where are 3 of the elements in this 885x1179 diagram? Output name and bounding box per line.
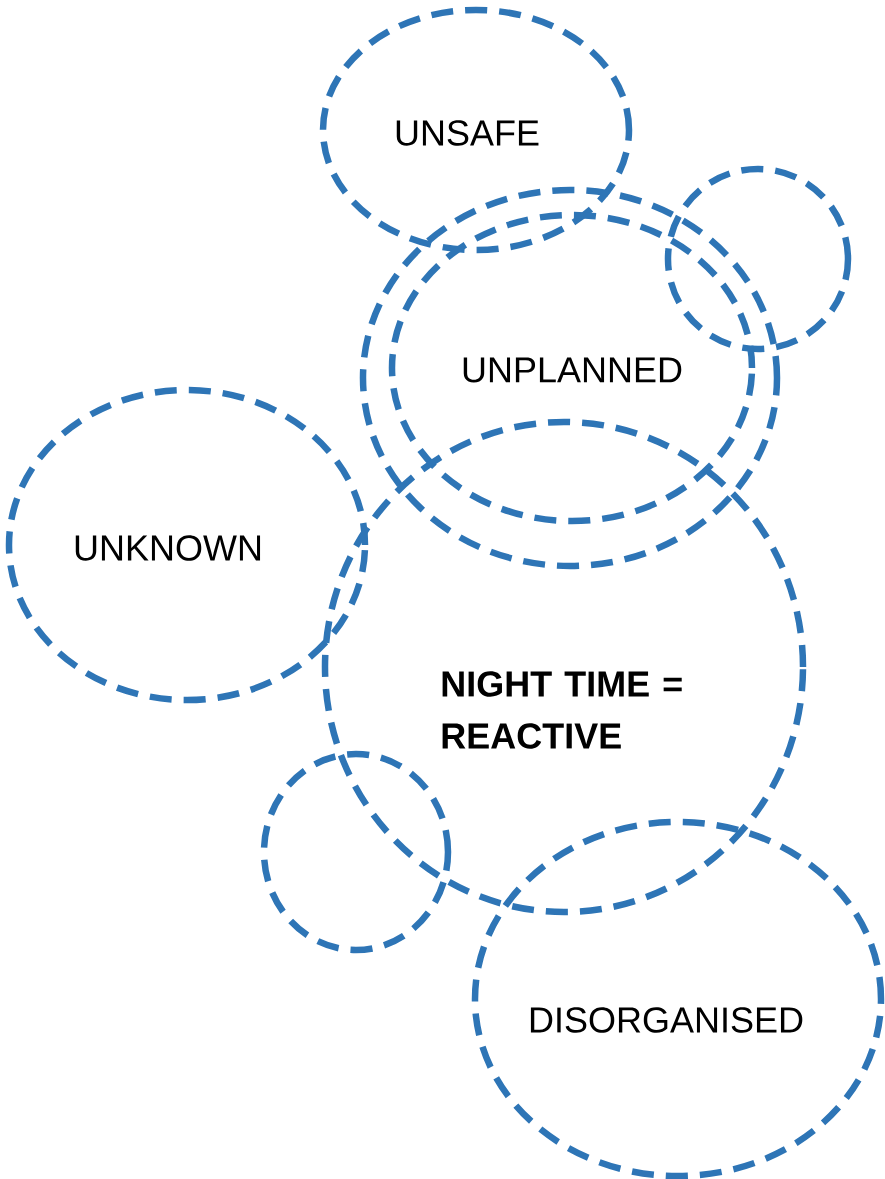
dashed-circle	[359, 186, 781, 570]
dashed-circle	[664, 165, 852, 353]
dashed-circle	[260, 750, 452, 954]
